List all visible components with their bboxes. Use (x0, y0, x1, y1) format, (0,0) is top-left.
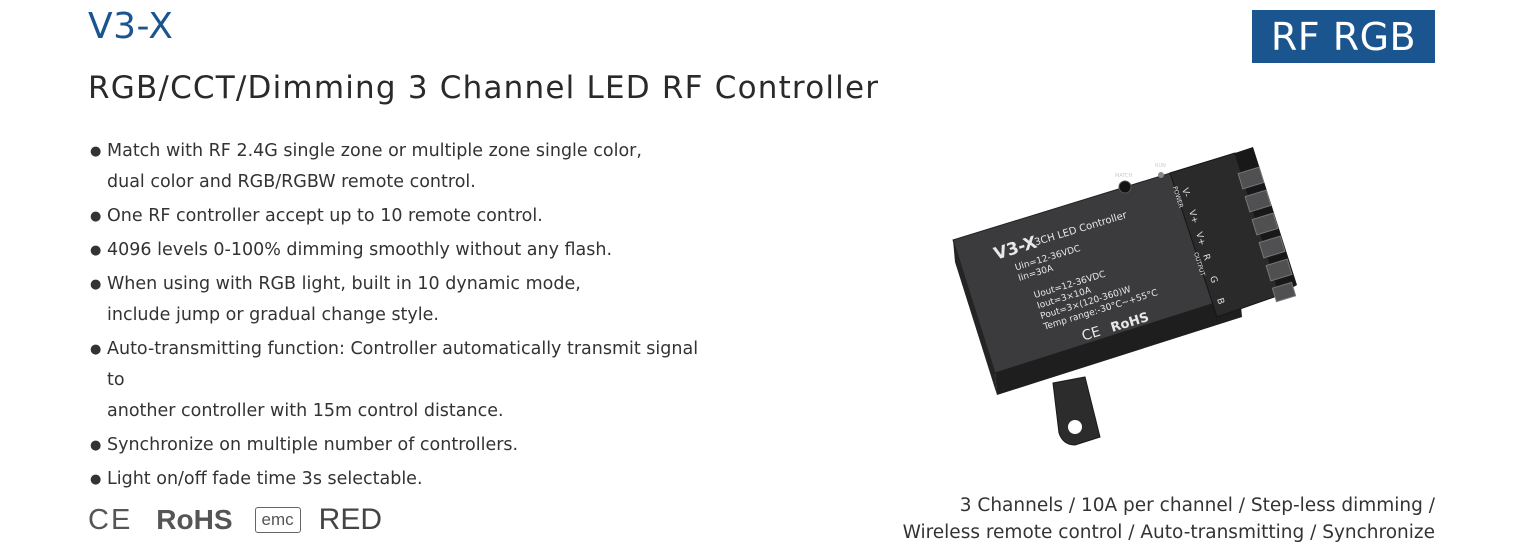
feature-line: include jump or gradual change style. (107, 305, 439, 325)
bullet-icon: ● (90, 209, 102, 224)
feature-line: dual color and RGB/RGBW remote control. (107, 172, 476, 192)
run-label: RUN (1155, 163, 1166, 169)
match-label: MATCH (1115, 173, 1133, 179)
terminal-screw (1271, 281, 1297, 303)
feature-item: ● Synchronize on multiple number of cont… (90, 430, 710, 461)
terminal-screw (1265, 258, 1293, 282)
terminal-label: B (1214, 297, 1225, 306)
feature-line: 4096 levels 0-100% dimming smoothly with… (107, 240, 613, 260)
terminal-screw (1251, 212, 1279, 236)
terminal-label: V+ (1193, 231, 1207, 247)
spec-line: Wireless remote control / Auto-transmitt… (902, 522, 1435, 543)
run-led (1158, 172, 1164, 178)
feature-item: ● Light on/off fade time 3s selectable. (90, 464, 710, 495)
spec-line: 3 Channels / 10A per channel / Step-less… (959, 495, 1435, 516)
housing-bottom-side (995, 295, 1242, 395)
mounting-tab-left (1052, 376, 1101, 446)
terminal-screw (1258, 235, 1286, 259)
feature-line: When using with RGB light, built in 10 d… (107, 274, 581, 294)
bullet-icon: ● (90, 472, 102, 487)
bullet-icon: ● (90, 438, 102, 453)
feature-line: another controller with 15m control dist… (107, 401, 504, 421)
terminal-label: R (1200, 253, 1211, 262)
terminal-label: V- (1179, 187, 1191, 198)
product-subtitle: RGB/CCT/Dimming 3 Channel LED RF Control… (88, 70, 880, 106)
feature-item: ● Auto-transmitting function: Controller… (90, 334, 710, 427)
spec-summary: 3 Channels / 10A per channel / Step-less… (903, 492, 1435, 546)
bullet-icon: ● (90, 243, 102, 258)
rohs-mark: RoHS (156, 504, 233, 535)
product-type-badge: RF RGB (1252, 10, 1435, 63)
feature-line: Auto-transmitting function: Controller a… (107, 339, 699, 390)
match-button (1118, 180, 1132, 194)
terminal-label: G (1207, 275, 1219, 285)
ce-mark: CE (88, 503, 133, 536)
bullet-icon: ● (90, 277, 102, 292)
feature-list: ● Match with RF 2.4G single zone or mult… (90, 136, 710, 498)
feature-line: Match with RF 2.4G single zone or multip… (107, 141, 642, 161)
device-ce: CE (1080, 324, 1102, 345)
controller-product-image: V- V+ V+ R G B POWER OUTPUT MATCH RUN V3… (952, 147, 1297, 446)
housing-front-side (953, 240, 997, 395)
model-title: V3-X (88, 6, 174, 47)
red-mark: RED (318, 503, 382, 536)
terminal-screw (1237, 166, 1265, 190)
bullet-icon: ● (90, 144, 102, 159)
terminal-screws (1237, 166, 1297, 303)
emc-mark: emc (254, 507, 301, 533)
bullet-icon: ● (90, 342, 102, 357)
feature-item: ● One RF controller accept up to 10 remo… (90, 201, 710, 232)
feature-line: Light on/off fade time 3s selectable. (107, 469, 423, 489)
mounting-hole (1068, 420, 1082, 434)
feature-line: Synchronize on multiple number of contro… (107, 435, 519, 455)
feature-line: One RF controller accept up to 10 remote… (107, 206, 543, 226)
terminal-label: V+ (1186, 209, 1200, 225)
certification-marks: CE RoHS emc RED (88, 500, 382, 540)
terminal-screw (1244, 189, 1272, 213)
feature-item: ● 4096 levels 0-100% dimming smoothly wi… (90, 235, 710, 266)
feature-item: ● When using with RGB light, built in 10… (90, 269, 710, 331)
feature-item: ● Match with RF 2.4G single zone or mult… (90, 136, 710, 198)
